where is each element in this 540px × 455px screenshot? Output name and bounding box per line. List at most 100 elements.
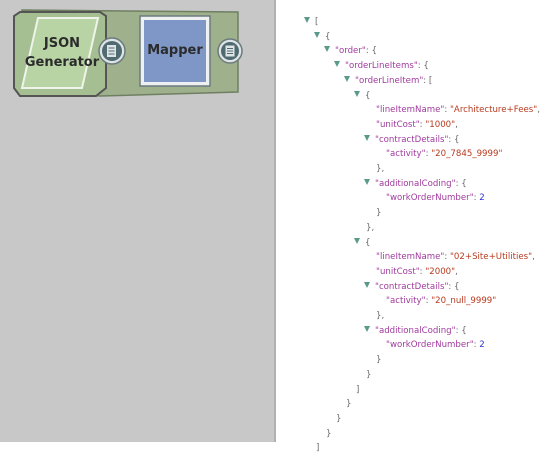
json-value: "2000" xyxy=(425,266,456,277)
json-preview-panel: [{"order": {"orderLineItems": {"orderLin… xyxy=(276,0,540,453)
json-punctuation: , xyxy=(455,119,458,130)
json-punctuation: : xyxy=(444,105,450,116)
json-generator-label-line2: Generator xyxy=(24,55,100,70)
json-punctuation: : xyxy=(419,266,426,277)
json-line[interactable]: "order": { xyxy=(324,44,377,58)
json-punctuation: { xyxy=(365,90,371,101)
json-punctuation: } xyxy=(376,208,382,219)
json-punctuation: : xyxy=(444,252,450,263)
json-punctuation: { xyxy=(365,237,371,248)
json-line: } xyxy=(366,368,371,382)
json-punctuation: : xyxy=(425,296,432,307)
json-punctuation: } xyxy=(366,369,372,380)
json-key: "workOrderNumber" xyxy=(386,340,474,351)
json-punctuation: ] xyxy=(356,384,360,395)
expand-toggle-icon[interactable] xyxy=(364,325,370,332)
json-punctuation: }, xyxy=(376,164,385,174)
json-punctuation: , xyxy=(537,105,540,116)
json-line: } xyxy=(376,206,381,220)
json-punctuation: : { xyxy=(417,61,429,72)
json-line: ] xyxy=(356,383,359,397)
json-punctuation: { xyxy=(325,31,331,42)
json-line: ] xyxy=(316,441,319,455)
json-generator-label-line1: JSON xyxy=(43,36,81,51)
json-line: "lineItemName": "Architecture+Fees", xyxy=(376,103,540,117)
pipeline-canvas[interactable]: JSON Generator Mapper xyxy=(0,0,274,442)
pipeline-graphic xyxy=(13,9,243,97)
json-line[interactable]: "additionalCoding": { xyxy=(364,324,467,338)
json-punctuation: }, xyxy=(376,311,385,321)
json-key: "additionalCoding" xyxy=(375,178,456,189)
json-punctuation: }, xyxy=(366,222,375,233)
json-line: "workOrderNumber": 2 xyxy=(386,191,485,205)
json-line[interactable]: { xyxy=(314,30,330,44)
json-punctuation: } xyxy=(326,428,332,439)
json-key: "activity" xyxy=(386,296,426,307)
expand-toggle-icon[interactable] xyxy=(304,17,310,23)
json-key: "orderLineItems" xyxy=(345,61,418,72)
json-value: 2 xyxy=(479,193,485,204)
expand-toggle-icon[interactable] xyxy=(314,31,320,38)
json-key: "orderLineItem" xyxy=(355,75,424,86)
json-punctuation: : { xyxy=(455,178,467,189)
json-value: "20_null_9999" xyxy=(431,296,497,307)
json-line: "unitCost": "2000", xyxy=(376,265,458,279)
json-key: "lineItemName" xyxy=(376,105,445,116)
json-line: } xyxy=(346,397,351,411)
json-line[interactable]: { xyxy=(354,89,370,103)
json-punctuation: : xyxy=(473,193,480,204)
generator-output-port[interactable] xyxy=(98,37,126,65)
json-punctuation: : xyxy=(473,340,480,351)
mapper-label: Mapper xyxy=(147,43,203,58)
json-line[interactable]: "additionalCoding": { xyxy=(364,177,467,191)
json-key: "contractDetails" xyxy=(375,134,449,145)
json-punctuation: : { xyxy=(448,134,460,145)
json-line: }, xyxy=(366,221,374,235)
json-punctuation: : { xyxy=(448,281,460,292)
expand-toggle-icon[interactable] xyxy=(354,90,360,97)
json-key: "workOrderNumber" xyxy=(386,193,474,204)
expand-toggle-icon[interactable] xyxy=(344,75,350,82)
json-generator-snap[interactable] xyxy=(13,11,107,97)
json-line[interactable]: [ xyxy=(304,15,318,29)
mapper-output-port[interactable] xyxy=(217,38,243,64)
json-punctuation: } xyxy=(336,413,342,424)
json-generator-label: JSON Generator xyxy=(24,34,100,72)
json-value: "Architecture+Fees" xyxy=(449,105,538,116)
json-punctuation: : xyxy=(425,149,432,160)
json-line: } xyxy=(326,427,331,441)
json-line[interactable]: "orderLineItems": { xyxy=(334,59,429,73)
json-line[interactable]: "contractDetails": { xyxy=(364,133,460,147)
json-punctuation: } xyxy=(346,399,352,410)
expand-toggle-icon[interactable] xyxy=(364,178,370,185)
expand-toggle-icon[interactable] xyxy=(364,281,370,288)
panel-divider[interactable] xyxy=(274,0,276,442)
json-punctuation: ] xyxy=(316,443,320,454)
json-line[interactable]: "contractDetails": { xyxy=(364,280,460,294)
json-value: 2 xyxy=(479,340,485,351)
json-value: "20_7845_9999" xyxy=(431,149,503,160)
json-line: "unitCost": "1000", xyxy=(376,118,458,132)
json-punctuation: , xyxy=(532,252,535,263)
json-line: }, xyxy=(376,309,384,323)
expand-toggle-icon[interactable] xyxy=(364,134,370,141)
json-line: "workOrderNumber": 2 xyxy=(386,338,485,352)
json-punctuation: : { xyxy=(455,325,467,336)
json-line[interactable]: { xyxy=(354,236,370,250)
expand-toggle-icon[interactable] xyxy=(334,61,340,68)
json-key: "activity" xyxy=(386,149,426,160)
json-line: "activity": "20_7845_9999" xyxy=(386,147,502,161)
json-line[interactable]: "orderLineItem": [ xyxy=(344,74,432,88)
mapper-snap[interactable] xyxy=(139,15,211,87)
json-key: "additionalCoding" xyxy=(375,325,456,336)
json-key: "unitCost" xyxy=(376,119,420,130)
json-key: "lineItemName" xyxy=(376,252,445,263)
json-punctuation: : xyxy=(419,119,426,130)
expand-toggle-icon[interactable] xyxy=(354,237,360,244)
json-line: } xyxy=(336,412,341,426)
json-line: } xyxy=(376,353,381,367)
json-punctuation: : [ xyxy=(423,75,433,86)
expand-toggle-icon[interactable] xyxy=(324,46,330,53)
json-key: "order" xyxy=(335,46,366,57)
json-punctuation: : { xyxy=(365,46,377,57)
